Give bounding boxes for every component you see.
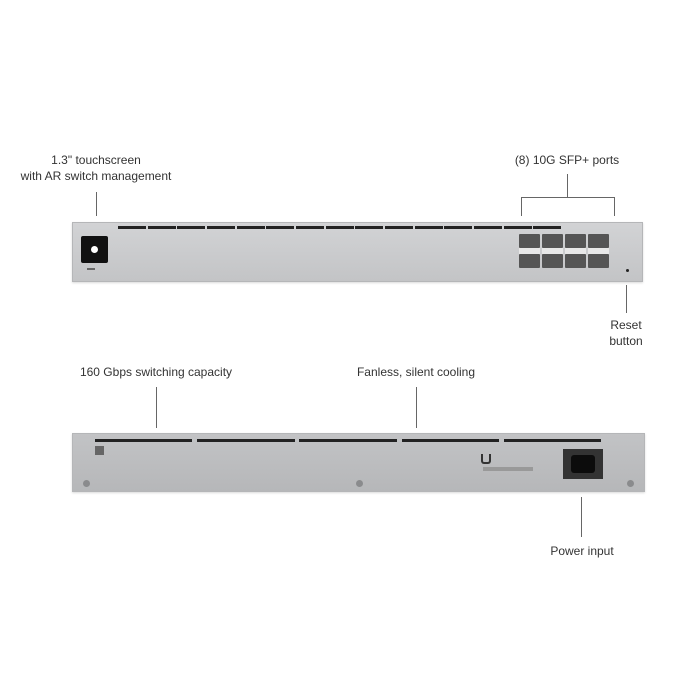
front-panel [72,222,643,282]
port-led [519,248,540,254]
vent [95,439,192,442]
screw [627,480,634,487]
bracket [614,197,615,216]
sfp-port[interactable] [542,254,563,268]
port-led [565,248,586,254]
vent [207,226,235,229]
vent [504,439,601,442]
vent [118,226,146,229]
sfp-port[interactable] [565,234,586,248]
screw [83,480,90,487]
vent [503,226,532,229]
callout-line-2: with AR switch management [20,169,172,183]
vent [385,226,413,229]
vent [325,226,354,229]
vent [266,226,294,229]
leader-line [626,285,627,313]
ubiquiti-logo-icon [481,454,491,464]
vent [197,439,295,442]
sfp-port[interactable] [519,254,540,268]
sfp-port[interactable] [588,254,609,268]
vent [236,226,265,229]
leader-line [96,192,97,216]
vent [296,226,324,229]
callout-capacity: 160 Gbps switching capacity [79,365,233,379]
callout-power: Power input [550,544,614,558]
sfp-port[interactable] [588,234,609,248]
bracket [521,197,522,216]
vent [414,226,443,229]
qr-code [95,446,104,455]
leader-line [581,497,582,537]
leader-line [156,387,157,428]
certification-marks [483,467,533,471]
callout-touchscreen: 1.3" touchscreen with AR switch managemen… [21,152,172,184]
vent [533,226,561,229]
vent [147,226,176,229]
leader-line [567,174,568,197]
callout-sfp: (8) 10G SFP+ ports [514,153,620,167]
screw [356,480,363,487]
touchscreen-display[interactable] [81,236,108,263]
vent [355,226,383,229]
back-panel [72,433,645,492]
sfp-port[interactable] [542,234,563,248]
callout-cooling: Fanless, silent cooling [356,365,476,379]
callout-line-1: Reset [610,318,642,332]
port-led [588,248,609,254]
iec-socket-icon [571,455,595,473]
vent [474,226,502,229]
vent [402,439,499,442]
callout-line-2: button [609,334,643,348]
reset-button[interactable] [626,269,629,272]
leader-line [416,387,417,428]
bracket [521,197,615,198]
screen-dot-icon [91,246,98,253]
callout-line-1: 1.3" touchscreen [51,153,141,167]
logo-text [87,268,95,270]
sfp-port[interactable] [519,234,540,248]
vent [177,226,205,229]
sfp-port[interactable] [565,254,586,268]
port-led [542,248,563,254]
vent [299,439,397,442]
vent [444,226,472,229]
power-inlet[interactable] [563,449,603,479]
callout-reset: Reset button [609,317,642,349]
